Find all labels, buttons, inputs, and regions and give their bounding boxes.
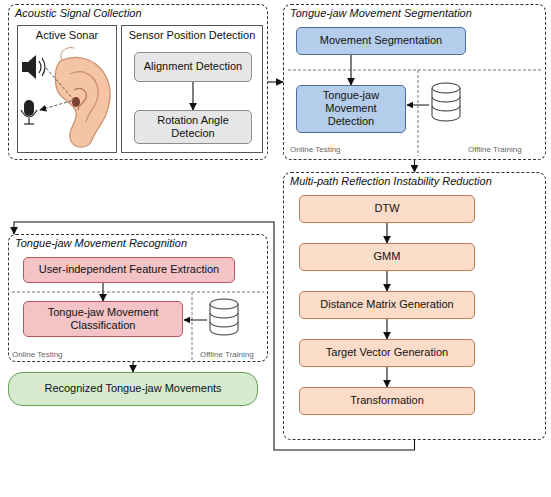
separator-line xyxy=(418,70,419,156)
flow-arrow xyxy=(386,271,387,291)
flow-arrow xyxy=(350,55,351,85)
speaker-icon xyxy=(22,55,45,79)
group-title: Tongue-jaw Movement Recognition xyxy=(15,237,187,249)
result-box: Recognized Tongue-jaw Movements xyxy=(8,372,258,406)
module-box: Sensor Position DetectionAlignment Detec… xyxy=(121,25,263,153)
box-label: GMM xyxy=(374,250,401,263)
separator-line xyxy=(288,70,541,71)
process-box: User-independent Feature Extraction xyxy=(23,257,235,283)
separator-line xyxy=(192,292,193,360)
process-box: Alignment Detection xyxy=(134,52,252,82)
group-panel: Acoustic Signal CollectionActive Sonar Se… xyxy=(8,4,268,160)
database-icon xyxy=(432,83,460,121)
section-label: Online Testing xyxy=(12,350,63,359)
box-label: Tongue-jaw Movement Classification xyxy=(29,306,177,332)
training-arrow xyxy=(407,105,429,106)
flow-arrow xyxy=(414,160,415,172)
group-panel: Multi-path Reflection Instability Reduct… xyxy=(283,172,546,440)
process-box: Rotation Angle Detecion xyxy=(134,110,252,144)
flow-arrow xyxy=(102,283,103,301)
box-label: Active Sonar xyxy=(18,29,116,41)
group-title: Multi-path Reflection Instability Reduct… xyxy=(290,175,492,187)
ear-illustration xyxy=(55,48,110,148)
box-label: Distance Matrix Generation xyxy=(320,298,453,311)
flow-arrow xyxy=(192,82,193,110)
box-label: User-independent Feature Extraction xyxy=(39,263,219,276)
box-label: DTW xyxy=(374,202,399,215)
box-label: Transformation xyxy=(350,394,424,407)
sonar-box: Active Sonar xyxy=(17,25,117,153)
group-title: Tongue-jaw Movement Segmentation xyxy=(290,7,472,19)
process-box: Target Vector Generation xyxy=(299,339,475,367)
box-label: Target Vector Generation xyxy=(326,346,448,359)
process-box: DTW xyxy=(299,195,475,223)
database-icon xyxy=(210,299,238,335)
flow-arrow xyxy=(386,367,387,387)
box-label: Alignment Detection xyxy=(144,60,242,73)
box-label: Tongue-jaw Movement Detection xyxy=(302,89,400,129)
box-label: Movement Segmentation xyxy=(320,34,442,47)
process-box: Distance Matrix Generation xyxy=(299,291,475,319)
box-label: Rotation Angle Detecion xyxy=(140,114,246,140)
process-box: Tongue-jaw Movement Classification xyxy=(23,301,183,337)
sound-path xyxy=(40,68,74,110)
flow-arrow xyxy=(386,319,387,339)
process-box: Tongue-jaw Movement Detection xyxy=(296,85,406,133)
process-box: Transformation xyxy=(299,387,475,415)
box-label: Sensor Position Detection xyxy=(122,29,262,41)
box-label: Recognized Tongue-jaw Movements xyxy=(44,382,221,395)
process-box: Movement Segmentation xyxy=(296,27,466,55)
section-label: Online Testing xyxy=(290,145,341,154)
section-label: Offline Training xyxy=(468,145,522,154)
separator-line xyxy=(12,292,264,293)
process-box: GMM xyxy=(299,243,475,271)
group-panel: Tongue-jaw Movement SegmentationMovement… xyxy=(283,4,546,160)
group-title: Acoustic Signal Collection xyxy=(15,7,142,19)
training-arrow xyxy=(184,320,207,321)
flow-arrow xyxy=(386,223,387,243)
flow-arrow xyxy=(132,362,133,372)
section-label: Offline Training xyxy=(200,350,254,359)
microphone-icon xyxy=(21,100,37,124)
group-panel: Tongue-jaw Movement RecognitionUser-inde… xyxy=(8,234,268,362)
flow-arrow xyxy=(268,81,283,82)
